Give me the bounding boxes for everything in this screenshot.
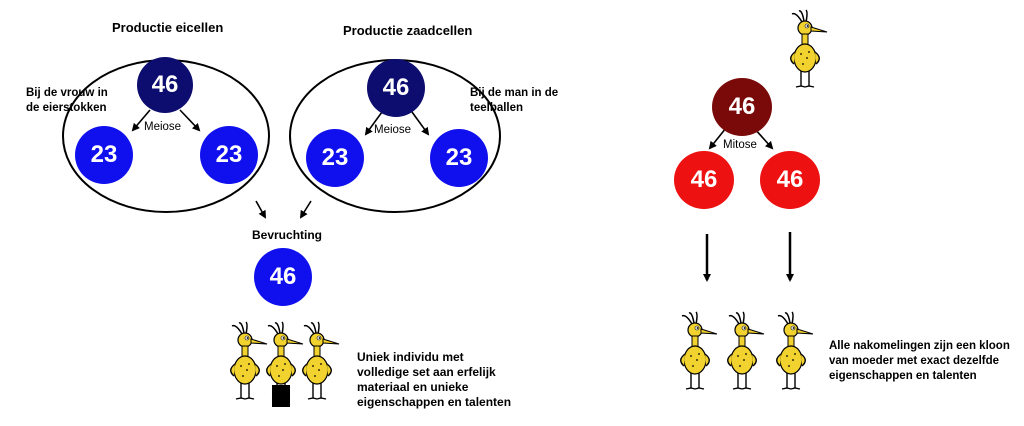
arrow [255, 200, 266, 219]
egg-location-label: Bij de vrouw in de eierstokken [26, 87, 108, 114]
sperm-parent-cell: 46 [367, 59, 425, 117]
arrow [411, 111, 430, 136]
fertilization-label: Bevruchting [252, 228, 323, 242]
mitose-label: Mitose [723, 139, 757, 151]
arrow [131, 109, 151, 132]
sperm-production-title: Productie zaadcellen [343, 23, 473, 38]
egg-child-cell: 23 [75, 126, 133, 184]
fertilized-cell: 46 [254, 248, 312, 306]
sperm-meiose-label: Meiose [374, 124, 412, 136]
sperm-child-cell: 23 [430, 129, 488, 187]
sperm-child-cell: 23 [306, 129, 364, 187]
egg-child-cell: 23 [200, 126, 258, 184]
arrow [364, 111, 383, 136]
mitosis-parent-cell: 46 [712, 78, 772, 136]
mitosis-child-cell: 46 [674, 151, 734, 209]
clone-caption: Alle nakomelingen zijn een kloon van moe… [829, 340, 1010, 382]
unique-individual-caption: Uniek individu met volledige set aan erf… [357, 350, 512, 409]
mitosis-child-cell: 46 [760, 151, 820, 209]
egg-parent-cell: 46 [137, 57, 193, 113]
arrow [708, 127, 727, 150]
egg-production-title: Productie eicellen [112, 20, 224, 35]
arrow [179, 109, 201, 132]
egg-meiose-label: Meiose [144, 121, 182, 133]
arrow [299, 200, 312, 219]
sperm-location-label: Bij de man in de teelballen [470, 87, 559, 114]
